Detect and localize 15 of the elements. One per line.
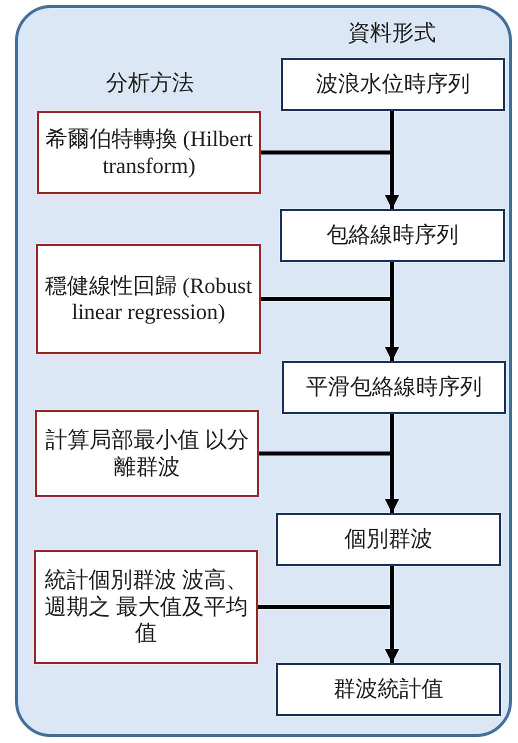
method-box: 穩健線性回歸 (Robust linear regression) (36, 244, 261, 354)
method-box: 統計個別群波 波高、週期之 最大值及平均值 (34, 550, 258, 664)
arrow (261, 150, 399, 209)
column-heading: 資料形式 (348, 19, 436, 47)
column-heading: 分析方法 (106, 69, 194, 97)
arrow (261, 297, 399, 361)
data-box: 個別群波 (276, 513, 501, 566)
data-box: 群波統計值 (276, 663, 501, 716)
arrow (258, 605, 399, 663)
method-box: 希爾伯特轉換 (Hilbert transform) (37, 111, 261, 194)
method-box: 計算局部最小值 以分離群波 (35, 410, 259, 497)
arrow (259, 452, 399, 513)
data-box: 包絡線時序列 (280, 209, 505, 262)
data-box: 波浪水位時序列 (281, 58, 505, 111)
data-box: 平滑包絡線時序列 (282, 361, 506, 414)
